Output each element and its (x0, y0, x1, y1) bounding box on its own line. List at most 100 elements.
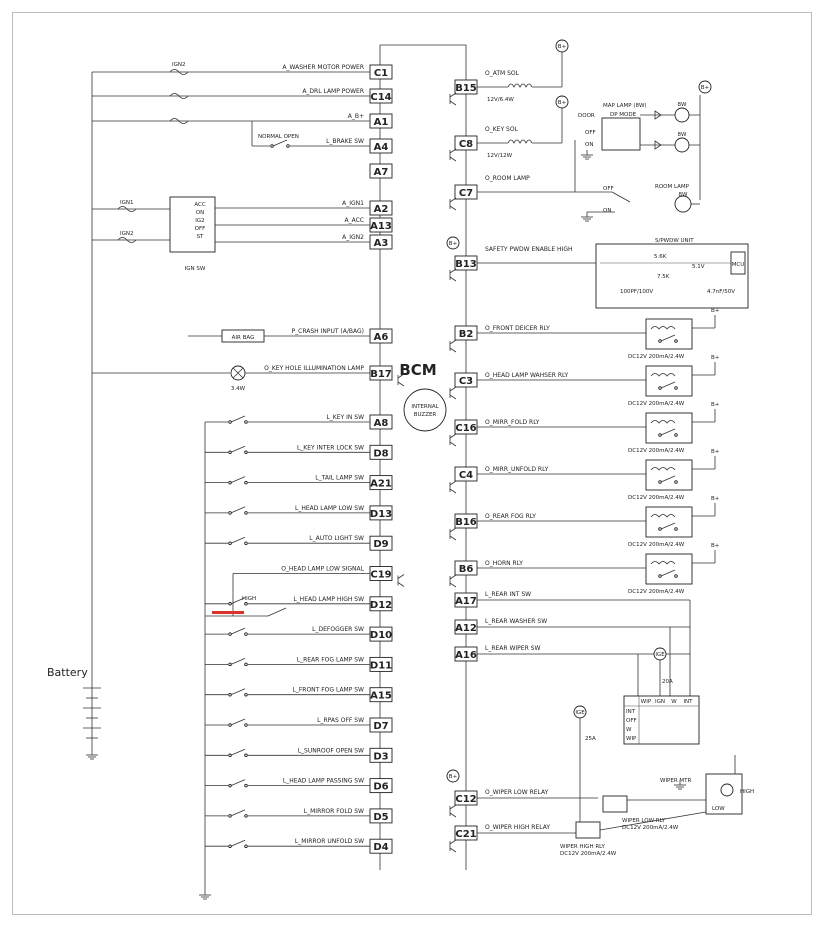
transistor-icon (449, 804, 457, 810)
pin-label-C3: O_HEAD LAMP WAHSER RLY (485, 372, 569, 379)
switch-contact (244, 480, 248, 485)
wiper-header: INT (683, 699, 693, 705)
transistor-icon (449, 480, 457, 486)
wiper-table-fuse: IGE (655, 652, 665, 658)
sp-part: 5.6K (654, 254, 667, 260)
keyhole-watt: 3.4W (231, 386, 246, 392)
transistor-icon (397, 574, 405, 579)
b-plus-label: B+ (449, 241, 458, 247)
transistor-icon (449, 148, 457, 154)
pin-label-A13: A_ACC (345, 217, 364, 224)
transistor-icon (449, 268, 457, 274)
pin-A12-label: A12 (455, 623, 477, 634)
relay-box (645, 506, 693, 538)
pin-D8-label: D8 (373, 448, 388, 459)
pin-A6-label: A6 (374, 332, 389, 343)
switch-blade (230, 839, 246, 847)
switch-contact (674, 433, 678, 437)
transistor-icon (449, 574, 457, 580)
transistor-icon (449, 847, 457, 853)
ign-position: ST (197, 234, 204, 240)
switch-contact (286, 144, 290, 148)
pin-label-B15: O_ATM SOL (485, 70, 520, 77)
pin-label-C14: A_DRL LAMP POWER (302, 88, 364, 95)
pin-label-D11: L_REAR FOG LAMP SW (297, 656, 364, 663)
map-bulb (674, 137, 690, 153)
wiper-high-label: HIGH (740, 789, 754, 795)
switch-contact (228, 420, 232, 424)
room-bulb (674, 195, 692, 213)
battery-label: Battery (47, 666, 88, 679)
spec-C8: 12V/12W (487, 153, 513, 159)
switch-contact (270, 144, 274, 148)
solenoid-icon (507, 139, 533, 144)
switch-contact (228, 511, 232, 515)
pin-D6-label: D6 (373, 782, 388, 793)
buzzer-label: INTERNAL (411, 404, 439, 410)
pin-A21-label: A21 (370, 479, 392, 490)
pin-label-D12: L_HEAD LAMP HIGH SW (293, 596, 364, 603)
pin-label-C19: O_HEAD LAMP LOW SIGNAL (281, 566, 364, 573)
pin-D7-label: D7 (373, 721, 388, 732)
room-lamp-title: ROOM LAMP (655, 184, 690, 190)
pin-C14-label: C14 (370, 92, 391, 103)
pin-label-A4: L_BRAKE SW (326, 138, 364, 145)
mcu-label: MCU (732, 262, 745, 268)
room-pos: ON (603, 208, 611, 214)
switch-contact (244, 420, 248, 424)
transistor-icon (449, 535, 457, 541)
pin-C21-label: C21 (455, 829, 476, 840)
map-bulb (674, 107, 690, 123)
switch-blade (230, 688, 246, 696)
pin-C19-label: C19 (370, 570, 391, 581)
relay-box (645, 412, 693, 444)
b-plus-icon (698, 80, 712, 94)
pin-A4-label: A4 (374, 142, 389, 153)
pin-label-keyhole: O_KEY HOLE ILLUMINATION LAMP (264, 365, 364, 372)
fuse-icon (117, 206, 137, 212)
switch-contact (228, 632, 232, 636)
transistor-icon (449, 347, 457, 353)
switch-blade (660, 475, 676, 483)
pin-label-B2: O_FRONT DEICER RLY (485, 325, 550, 332)
wiper-row: INT (626, 709, 636, 715)
ign-fuse-label: IGN1 (120, 200, 134, 206)
transistor-icon (397, 381, 405, 387)
pin-A1-label: A1 (374, 117, 389, 128)
switch-blade (660, 522, 676, 530)
ign-position: ON (196, 210, 204, 216)
bcm-title: BCM (399, 361, 436, 379)
pin-label-C4: O_MIRR_UNFOLD RLY (485, 466, 549, 473)
sp-unit-title: S/PWDW UNIT (655, 238, 694, 244)
fuse-icon (169, 118, 189, 124)
pin-A3-label: A3 (374, 238, 389, 249)
pin-C8-label: C8 (459, 139, 473, 150)
b-plus-label: B+ (701, 85, 710, 91)
pin-A7 (369, 163, 393, 179)
map-switch (601, 117, 641, 151)
pin-D3-label: D3 (373, 751, 388, 762)
switch-blade (272, 139, 288, 147)
transistor-icon (449, 386, 457, 392)
switch-blade (230, 627, 246, 635)
wiper-row: W (626, 727, 632, 733)
pin-D5-label: D5 (373, 812, 388, 823)
diagram-frame (12, 12, 812, 915)
pin-B16-label: B16 (455, 517, 477, 528)
relay-coil-icon (650, 561, 676, 565)
switch-contact (228, 541, 232, 545)
relay-coil-icon (650, 467, 676, 471)
switch-contact (244, 602, 248, 606)
transistor-icon (449, 488, 457, 494)
pin-C7-label: C7 (459, 188, 473, 199)
pin-label-D5: L_MIRROR FOLD SW (304, 808, 364, 815)
pin-C12-label: C12 (455, 794, 476, 805)
switch-contact (244, 783, 248, 788)
pin-label-D10: L_DEFOGGER SW (312, 626, 364, 633)
switch-contact (658, 433, 662, 437)
pin-D10-label: D10 (370, 630, 392, 641)
switch-contact (244, 692, 248, 697)
switch-contact (228, 783, 232, 788)
relay-bplus: B+ (711, 355, 720, 361)
